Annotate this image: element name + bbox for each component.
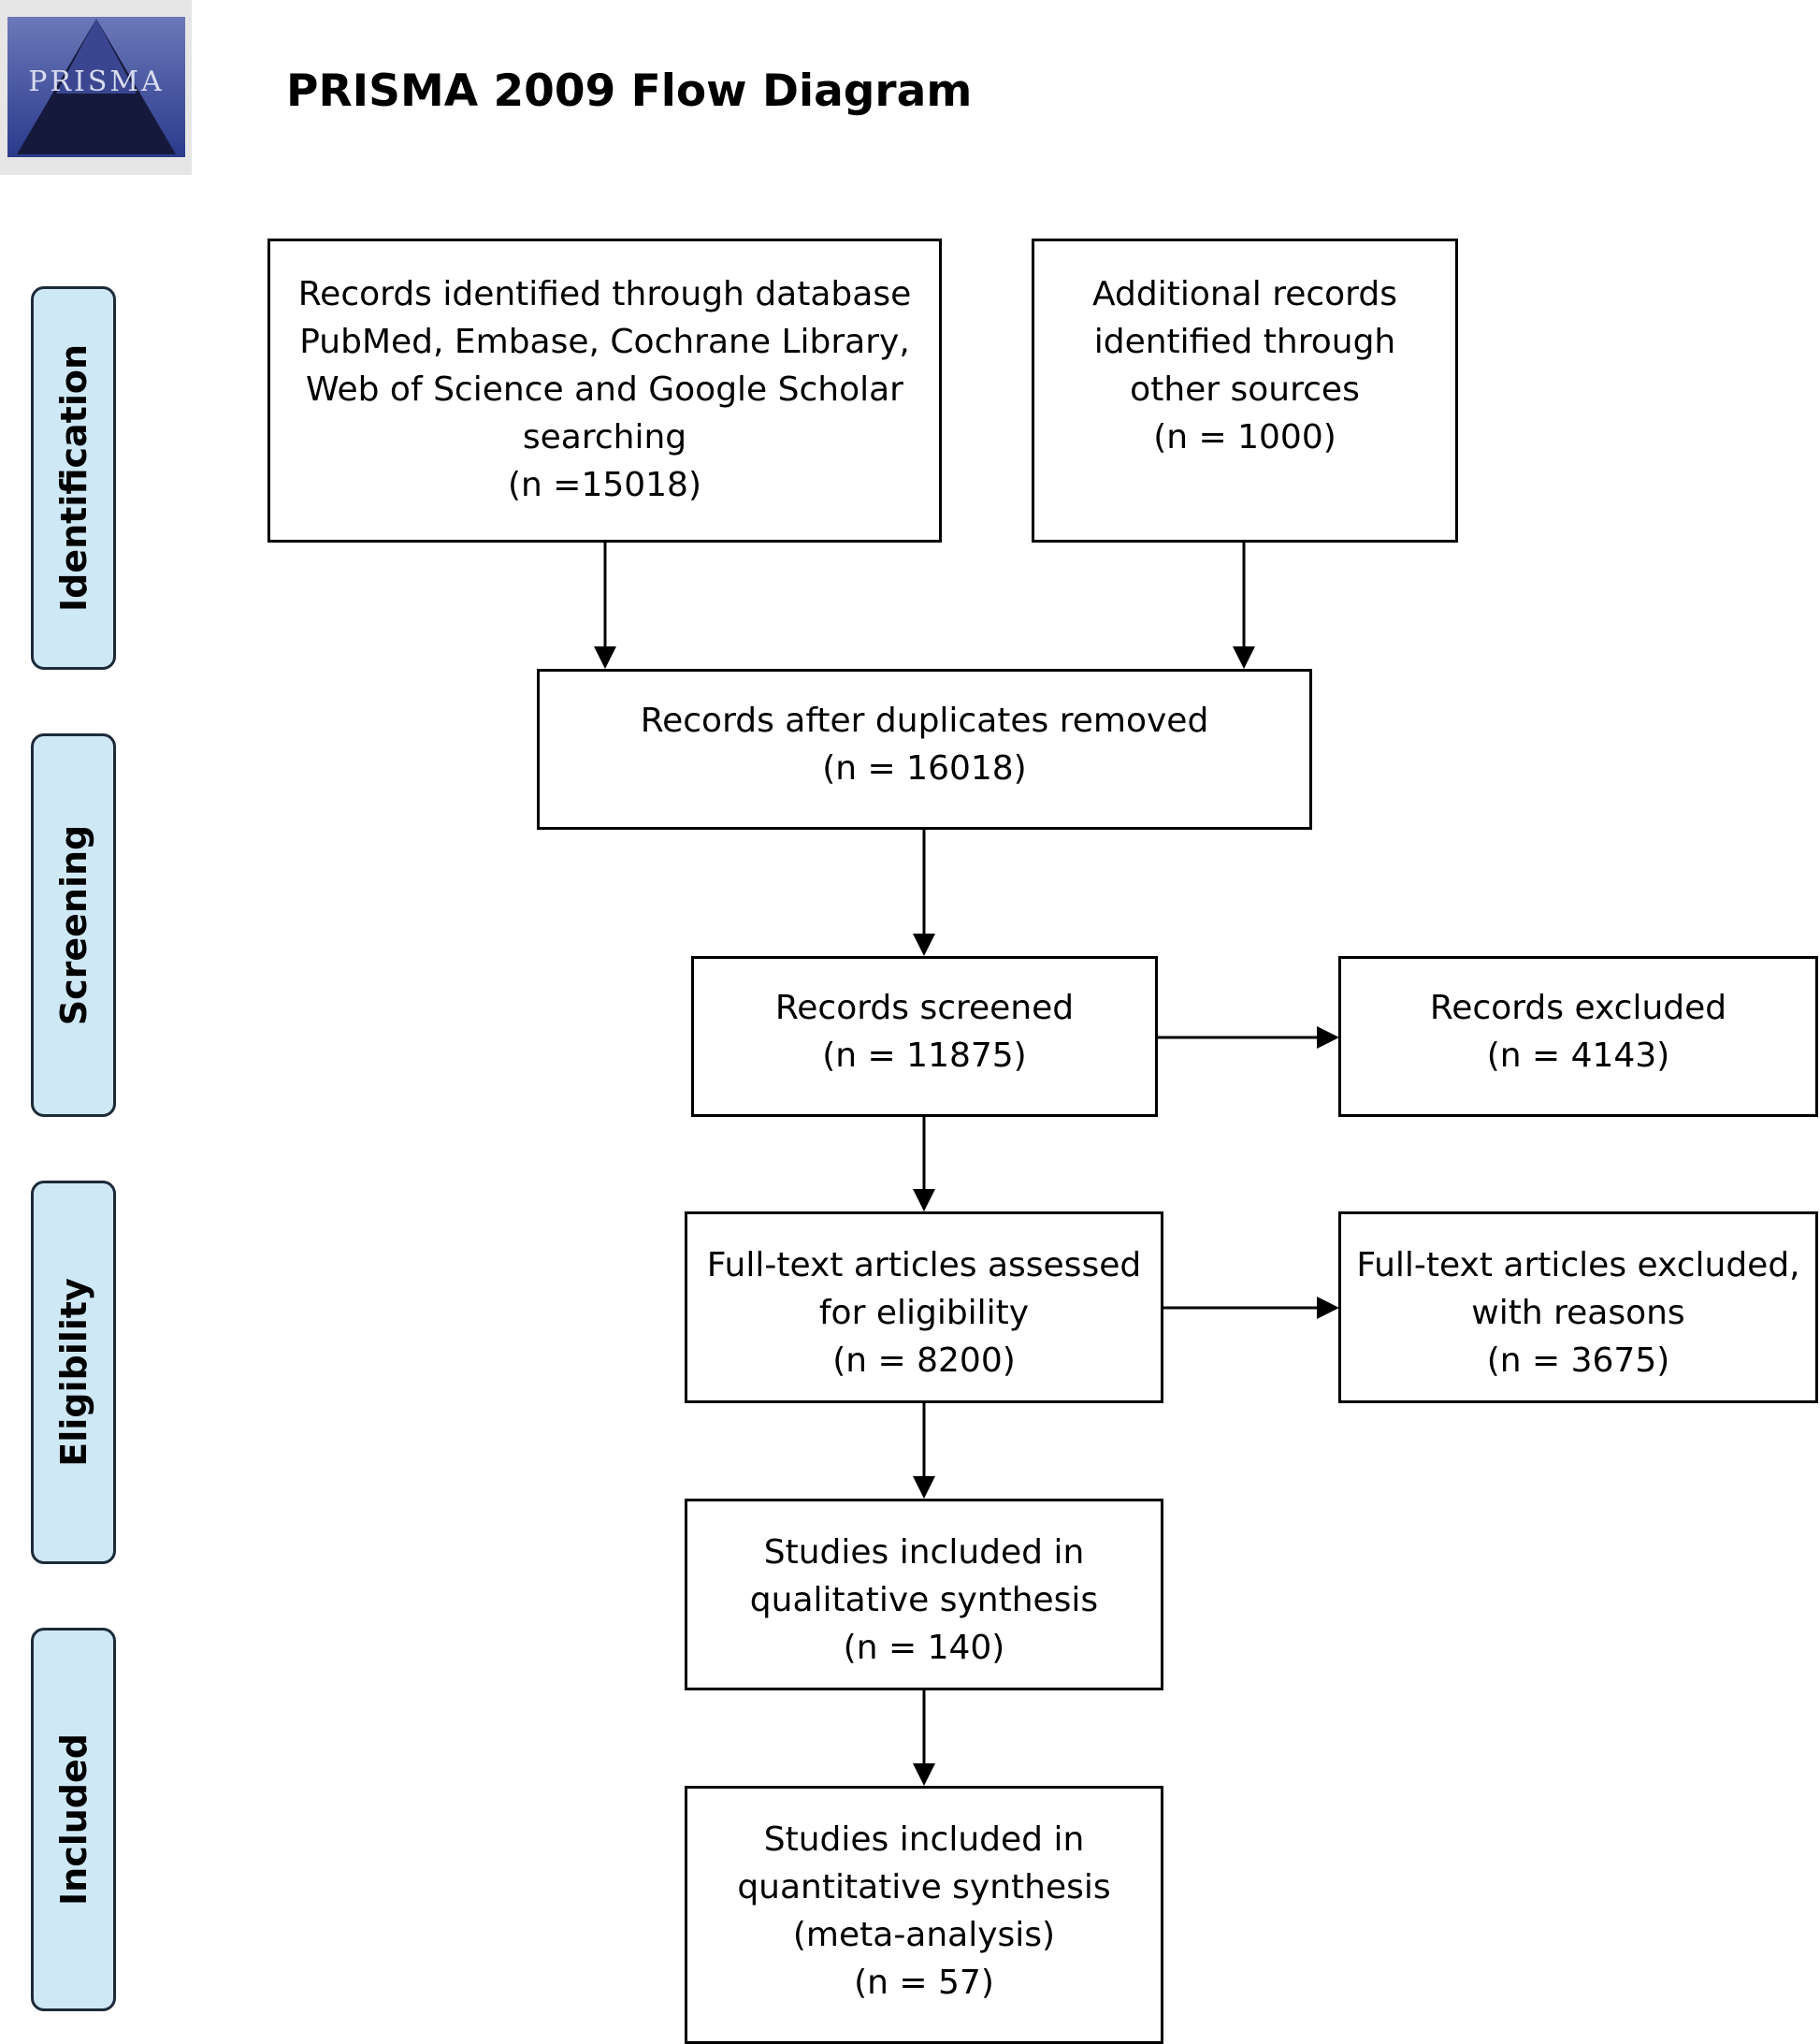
box-line: (n =15018) bbox=[507, 466, 702, 504]
box-line: (n = 3675) bbox=[1486, 1341, 1670, 1380]
box-line: (n = 11875) bbox=[822, 1036, 1027, 1075]
stage-identification: Identification bbox=[31, 286, 116, 670]
box-line: Full-text articles excluded, bbox=[1356, 1246, 1800, 1284]
prisma-logo: PRISMA bbox=[0, 0, 192, 175]
box-fulltext-assessed: Full-text articles assessed for eligibil… bbox=[685, 1211, 1163, 1403]
box-line: Web of Science and Google Scholar bbox=[306, 370, 903, 409]
box-line: Records excluded bbox=[1429, 989, 1727, 1027]
box-line: identified through bbox=[1093, 323, 1396, 361]
box-line: other sources bbox=[1130, 370, 1360, 409]
box-qualitative-synthesis: Studies included in qualitative synthesi… bbox=[685, 1499, 1163, 1690]
box-line: (n = 4143) bbox=[1486, 1036, 1670, 1075]
box-line: Records after duplicates removed bbox=[640, 702, 1209, 740]
stage-included: Included bbox=[31, 1628, 116, 2011]
box-additional-records: Additional records identified through ot… bbox=[1032, 239, 1458, 543]
box-line: (n = 57) bbox=[854, 1964, 994, 2002]
box-line: Studies included in bbox=[763, 1820, 1085, 1859]
box-quantitative-synthesis: Studies included in quantitative synthes… bbox=[685, 1786, 1163, 2044]
box-line: (n = 16018) bbox=[822, 749, 1027, 788]
box-line: quantitative synthesis bbox=[737, 1868, 1111, 1906]
box-line: (n = 1000) bbox=[1153, 418, 1336, 457]
box-line: Studies included in bbox=[763, 1533, 1085, 1572]
box-duplicates-removed: Records after duplicates removed (n = 16… bbox=[537, 669, 1312, 830]
box-line: qualitative synthesis bbox=[749, 1581, 1099, 1619]
page-title: PRISMA 2009 Flow Diagram bbox=[286, 65, 973, 117]
box-line: PubMed, Embase, Cochrane Library, bbox=[299, 323, 910, 361]
box-line: (n = 140) bbox=[843, 1629, 1005, 1667]
box-line: for eligibility bbox=[818, 1294, 1030, 1332]
box-database-records: Records identified through database PubM… bbox=[267, 239, 942, 543]
box-line: with reasons bbox=[1471, 1294, 1685, 1332]
box-records-excluded: Records excluded (n = 4143) bbox=[1338, 956, 1818, 1117]
stage-eligibility: Eligibility bbox=[31, 1181, 116, 1564]
box-line: Additional records bbox=[1092, 275, 1397, 313]
box-line: Records identified through database bbox=[297, 275, 912, 313]
box-line: (meta-analysis) bbox=[792, 1916, 1056, 1954]
box-fulltext-excluded: Full-text articles excluded, with reason… bbox=[1338, 1211, 1818, 1403]
box-line: Full-text articles assessed bbox=[706, 1246, 1142, 1284]
box-line: (n = 8200) bbox=[832, 1341, 1016, 1380]
stage-screening: Screening bbox=[31, 733, 116, 1117]
box-line: searching bbox=[522, 418, 687, 457]
logo-wordmark: PRISMA bbox=[28, 65, 165, 98]
box-line: Records screened bbox=[774, 989, 1075, 1027]
box-records-screened: Records screened (n = 11875) bbox=[691, 956, 1158, 1117]
